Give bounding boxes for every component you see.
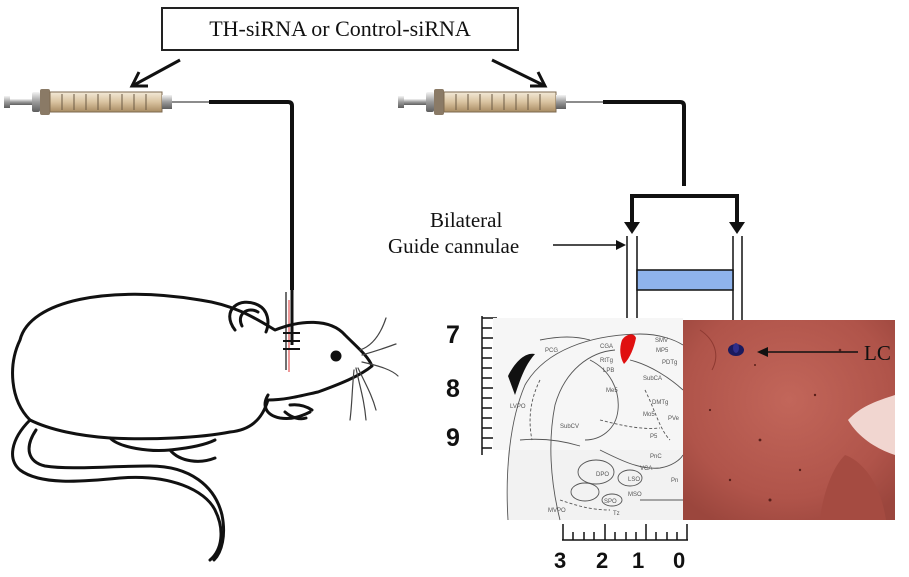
mediolateral-ruler	[562, 524, 688, 541]
arrow-to-cannula	[553, 240, 626, 250]
ml-tick-3: 3	[554, 548, 567, 573]
atlas-region-label: P5	[650, 434, 658, 440]
depth-tick-9: 9	[446, 424, 460, 452]
atlas-region-label: PDTg	[662, 360, 677, 366]
atlas-region-label: LPB	[603, 368, 614, 374]
atlas-region-label: SPO	[604, 499, 617, 505]
atlas-region-label: Me5	[606, 388, 618, 394]
ml-tick-2: 2	[596, 548, 609, 573]
depth-tick-8: 8	[446, 375, 460, 403]
rat-illustration	[11, 292, 399, 562]
atlas-region-label: Pn	[671, 478, 678, 484]
infusion-bar	[636, 269, 734, 291]
atlas-region-label: PVe	[668, 416, 680, 422]
guide-cannula-right	[732, 236, 743, 330]
syringe-icon	[4, 89, 209, 115]
histology-section	[683, 320, 895, 520]
atlas-region-label: VCA	[640, 466, 652, 472]
arrow-to-left-syringe	[129, 58, 181, 88]
treatment-label-box: TH-siRNA or Control-siRNA	[161, 7, 519, 51]
atlas-region-label: DPO	[596, 472, 609, 478]
atlas-region-label: RtTg	[600, 358, 613, 364]
cannula-label-line2: Guide cannulae	[388, 234, 520, 258]
lc-label: LC	[864, 341, 891, 365]
tubing-right	[603, 100, 686, 186]
brain-atlas-section: SMV PCG CGA MP5 PDTg SubCA DMTg LPB Me5 …	[493, 318, 684, 521]
atlas-region-label: SMV	[655, 338, 668, 344]
arrow-to-lc	[757, 347, 858, 357]
ml-tick-1: 1	[632, 548, 645, 573]
atlas-region-label: PnC	[650, 454, 662, 460]
atlas-region-label: MSO	[628, 492, 642, 498]
ml-tick-0: 0	[673, 548, 686, 573]
atlas-region-label: LVPO	[510, 404, 526, 410]
atlas-region-label: DMTg	[652, 400, 668, 406]
atlas-region-label: LSO	[628, 477, 640, 483]
atlas-region-label: MVPO	[548, 508, 566, 514]
atlas-region-label: Tz	[613, 511, 620, 517]
cannula-label-line1: Bilateral	[430, 208, 503, 232]
bilateral-manifold	[630, 194, 739, 226]
atlas-region-label: CGA	[600, 344, 613, 350]
cannula-marks	[283, 332, 300, 350]
syringe-icon	[398, 89, 603, 115]
atlas-region-label: SubCV	[560, 424, 579, 430]
atlas-region-label: PCG	[545, 348, 558, 354]
atlas-region-label: Mo5	[643, 412, 655, 418]
depth-tick-7: 7	[446, 321, 460, 349]
arrow-to-right-syringe	[491, 58, 548, 88]
treatment-label: TH-siRNA or Control-siRNA	[209, 16, 471, 41]
atlas-region-label: MP5	[656, 348, 669, 354]
atlas-region-label: SubCA	[643, 376, 662, 382]
injection-site-marker	[620, 334, 636, 364]
tubing-left	[209, 100, 294, 290]
